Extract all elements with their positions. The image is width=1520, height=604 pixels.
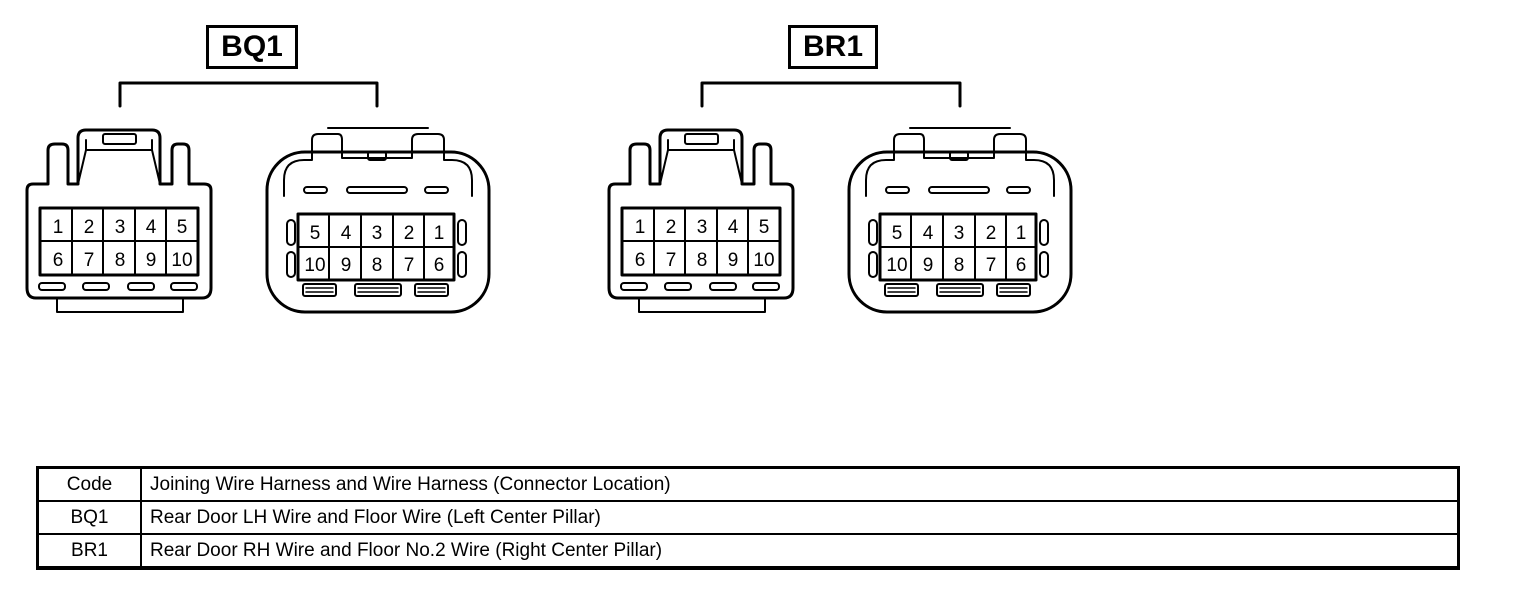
bracket-bq1 <box>118 81 379 108</box>
bq1-female-pin: 9 <box>146 250 157 271</box>
table-header-code: Code <box>37 467 142 502</box>
table-row: BR1 Rear Door RH Wire and Floor No.2 Wir… <box>37 533 1459 568</box>
bq1-male-connector <box>265 127 491 314</box>
bq1-male-pin: 5 <box>310 223 321 244</box>
br1-female-pin: 4 <box>728 217 739 238</box>
bq1-male-pin: 3 <box>372 223 383 244</box>
connector-location-table: Code Joining Wire Harness and Wire Harne… <box>37 467 1459 568</box>
br1-female-pin-numbers: 1 2 3 4 5 6 7 8 9 10 <box>635 217 775 271</box>
br1-male-pin: 3 <box>954 223 965 244</box>
bq1-female-pin: 2 <box>84 217 95 238</box>
table-header-row: Code Joining Wire Harness and Wire Harne… <box>37 467 1459 502</box>
bq1-male-pin: 9 <box>341 255 352 276</box>
br1-female-pin: 5 <box>759 217 770 238</box>
br1-female-pin: 9 <box>728 250 739 271</box>
br1-male-connector <box>847 127 1073 314</box>
br1-female-connector <box>607 128 795 313</box>
table-header-description: Joining Wire Harness and Wire Harness (C… <box>140 467 1459 502</box>
connector-label-br1: BR1 <box>788 25 878 69</box>
br1-male-pin: 6 <box>1016 255 1027 276</box>
bq1-female-pin: 3 <box>115 217 126 238</box>
br1-male-pin: 2 <box>986 223 997 244</box>
br1-male-pin: 1 <box>1016 223 1027 244</box>
bq1-female-connector <box>25 128 213 313</box>
connector-diagram: 1 2 3 4 5 6 7 8 9 10 5 4 3 2 1 <box>25 81 1073 314</box>
table-cell-code: BQ1 <box>37 500 142 535</box>
br1-female-pin: 3 <box>697 217 708 238</box>
bq1-female-pin: 4 <box>146 217 157 238</box>
bq1-female-pin: 1 <box>53 217 64 238</box>
br1-male-pin: 10 <box>886 255 907 276</box>
bq1-female-pin-numbers: 1 2 3 4 5 6 7 8 9 10 <box>53 217 193 271</box>
br1-male-pin: 4 <box>923 223 934 244</box>
connector-label-bq1: BQ1 <box>206 25 298 69</box>
bq1-female-pin: 6 <box>53 250 64 271</box>
br1-male-pin: 7 <box>986 255 997 276</box>
bq1-male-pin: 8 <box>372 255 383 276</box>
br1-female-pin: 10 <box>753 250 774 271</box>
br1-male-pin: 5 <box>892 223 903 244</box>
bq1-male-pin: 4 <box>341 223 352 244</box>
table-row: BQ1 Rear Door LH Wire and Floor Wire (Le… <box>37 500 1459 535</box>
br1-female-pin: 8 <box>697 250 708 271</box>
bracket-br1 <box>700 81 962 108</box>
bq1-female-pin: 10 <box>171 250 192 271</box>
bq1-female-pin: 8 <box>115 250 126 271</box>
bq1-female-pin: 5 <box>177 217 188 238</box>
br1-female-pin: 1 <box>635 217 646 238</box>
bq1-male-pin: 2 <box>404 223 415 244</box>
br1-female-pin: 6 <box>635 250 646 271</box>
br1-male-pin: 8 <box>954 255 965 276</box>
bq1-male-pin: 10 <box>304 255 325 276</box>
bq1-male-pin: 6 <box>434 255 445 276</box>
br1-female-pin: 2 <box>666 217 677 238</box>
br1-female-pin: 7 <box>666 250 677 271</box>
bq1-male-pin: 7 <box>404 255 415 276</box>
table-cell-description: Rear Door RH Wire and Floor No.2 Wire (R… <box>140 533 1459 568</box>
bq1-male-pin-numbers: 5 4 3 2 1 10 9 8 7 6 <box>304 223 444 276</box>
table-cell-description: Rear Door LH Wire and Floor Wire (Left C… <box>140 500 1459 535</box>
br1-male-pin: 9 <box>923 255 934 276</box>
table-cell-code: BR1 <box>37 533 142 568</box>
br1-male-pin-numbers: 5 4 3 2 1 10 9 8 7 6 <box>886 223 1026 276</box>
bq1-male-pin: 1 <box>434 223 445 244</box>
bq1-female-pin: 7 <box>84 250 95 271</box>
